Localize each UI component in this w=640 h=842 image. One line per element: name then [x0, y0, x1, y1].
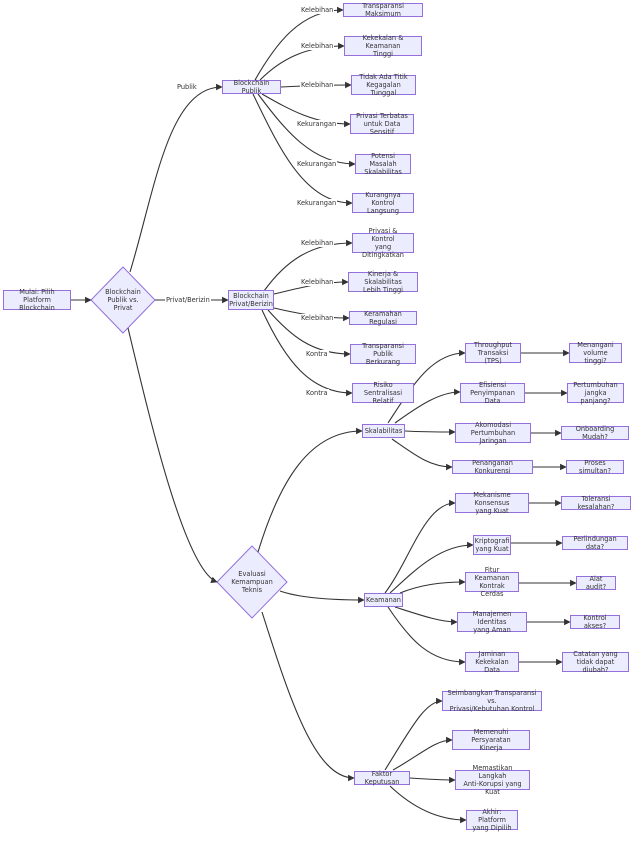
node-k3q: Alat audit?	[576, 575, 616, 591]
edge-fak-f1	[384, 697, 443, 771]
node-s2q: Pertumbuhan jangka panjang?	[567, 381, 624, 405]
edge-keam-k5	[387, 606, 466, 666]
node-pri2: Kinerja & Skalabilitas Lebih Tinggi	[348, 270, 418, 294]
edge-label-pri1: Kelebihan	[300, 239, 335, 247]
node-k1q: Toleransi kesalahan?	[561, 495, 631, 511]
edge-privat-pri1	[263, 239, 353, 292]
node-choice: Blockchain Publik vs. Privat	[105, 288, 141, 312]
node-f4: Akhir: Platform yang Dipilih	[466, 808, 518, 832]
edge-label-pub2: Kelebihan	[300, 42, 335, 50]
node-skal: Skalabilitas	[362, 424, 405, 438]
node-privat: Blockchain Privat/Berizin	[228, 290, 274, 310]
node-k4: Manajemen Identitas yang Aman	[457, 610, 527, 634]
edge-fak-f3	[409, 776, 456, 784]
node-k1: Mekanisme Konsensus yang Kuat	[455, 491, 529, 515]
edge-choice-publik	[129, 83, 223, 273]
edge-evaluasi-skal	[257, 427, 363, 553]
node-k5q: Catatan yang tidak dapat diubah?	[562, 650, 629, 674]
edge-publik-pub4	[261, 93, 351, 128]
node-pub5: Potensi Masalah Skalabilitas	[355, 152, 411, 176]
edge-evaluasi-fak	[261, 611, 355, 782]
edge-keam-k4	[394, 606, 458, 626]
edge-label-publik: Publik	[176, 83, 198, 91]
edge-skal-s1	[387, 349, 466, 424]
decision-diamond-choice	[90, 266, 156, 334]
node-pub2: Kekekalan & Keamanan Tinggi	[344, 34, 422, 58]
node-pub4: Privasi Terbatas untuk Data Sensitif	[350, 112, 414, 136]
edge-privat-pri4	[267, 309, 351, 358]
node-k2q: Perlindungan data?	[562, 535, 628, 551]
edge-label-privat: Privat/Berizin	[165, 296, 211, 304]
node-k5: Jaminan Kekekalan Data	[465, 650, 519, 674]
edge-evaluasi-keam	[279, 590, 365, 604]
node-pub3: Tidak Ada Titik Kegagalan Tunggal	[351, 73, 416, 97]
edge-label-pub1: Kelebihan	[300, 6, 335, 14]
node-pri5: Risiko Sentralisasi Relatif	[352, 381, 414, 405]
node-k2: Kriptografi yang Kuat	[473, 535, 511, 555]
node-f3: Memastikan Langkah Anti-Korupsi yang Kua…	[455, 764, 530, 796]
edge-label-pub4: Kekurangan	[296, 120, 338, 128]
edge-privat-pri5	[261, 309, 353, 397]
node-pri4: Transparansi Publik Berkurang	[350, 342, 416, 366]
edge-label-pri2: Kelebihan	[300, 278, 335, 286]
node-k4q: Kontrol akses?	[570, 614, 620, 630]
edge-keam-k2	[389, 541, 474, 594]
edge-label-pri5: Kontra	[305, 389, 329, 397]
node-s1q: Menangani volume tinggi?	[569, 341, 622, 365]
node-publik: Blockchain Publik	[222, 79, 281, 95]
edge-fak-f4	[389, 785, 467, 824]
node-pub1: Transparansi Maksimum	[343, 2, 423, 18]
node-pub6: Kurangnya Kontrol Langsung	[352, 191, 414, 215]
edge-label-pub6: Kekurangan	[296, 199, 338, 207]
decision-diamond-evaluasi	[216, 545, 288, 619]
node-start: Mulai: Pilih Platform Blockchain	[3, 288, 71, 312]
edge-label-pub5: Kekurangan	[296, 160, 338, 168]
edge-keam-k3	[399, 578, 466, 594]
node-s4q: Proses simultan?	[566, 459, 624, 475]
node-s3: Akomodasi Pertumbuhan Jaringan	[455, 421, 531, 445]
node-s2: Efisiensi Penyimpanan Data	[460, 381, 525, 405]
node-s3q: Onboarding Mudah?	[561, 425, 629, 441]
edge-skal-s4	[391, 438, 453, 471]
edge-label-pri3: Kelebihan	[300, 314, 335, 322]
node-evaluasi: Evaluasi Kemampuan Teknis	[231, 570, 273, 594]
node-f1: Seimbangkan Transparansi vs. Privasi/Keb…	[442, 689, 542, 713]
edge-label-pub3: Kelebihan	[300, 81, 335, 89]
edge-skal-s3	[404, 428, 456, 436]
node-pri1: Privasi & Kontrol yang Ditingkatkan	[352, 227, 414, 259]
edge-choice-evaluasi	[127, 327, 218, 583]
node-pri3: Keramahan Regulasi	[349, 310, 417, 326]
node-k3: Fitur Keamanan Kontrak Cerdas	[465, 566, 519, 598]
node-f2: Memenuhi Persyaratan Kinerja	[452, 728, 530, 752]
edge-keam-k1	[384, 499, 456, 594]
edge-fak-f2	[392, 736, 453, 771]
node-s4: Penanganan Konkurensi	[452, 459, 533, 475]
edge-publik-pub5	[257, 93, 356, 168]
node-keam: Keamanan	[364, 593, 403, 607]
edge-skal-s2	[394, 388, 461, 424]
edge-label-pri4: Kontra	[305, 350, 329, 358]
node-fak: Faktor Keputusan	[354, 770, 410, 786]
node-s1: Throughput Transaksi (TPS)	[465, 341, 521, 365]
